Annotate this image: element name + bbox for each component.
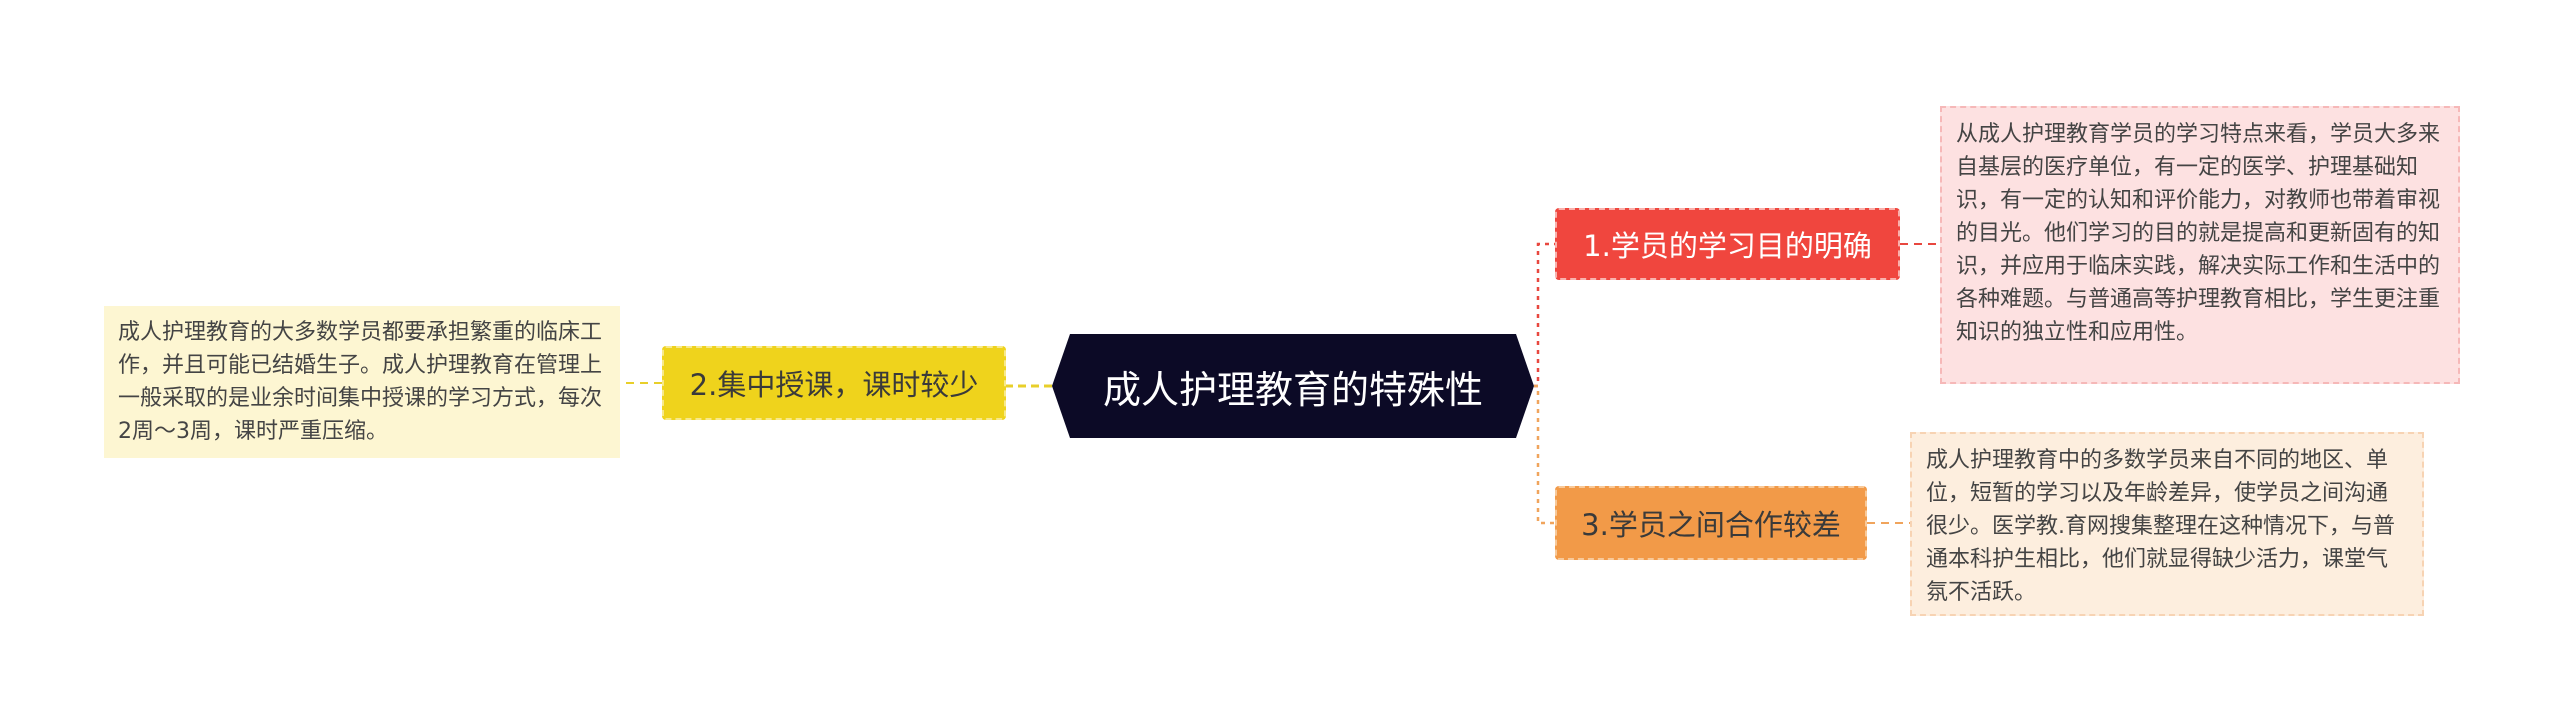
branch-concentrated-teaching[interactable]: 2.集中授课，课时较少 [662,346,1006,420]
connector-central-to-branch-3 [1534,384,1555,525]
branch-learning-goal-label: 1.学员的学习目的明确 [1583,229,1872,263]
branch-concentrated-teaching-label: 2.集中授课，课时较少 [689,368,979,402]
branch-poor-cooperation-label: 3.学员之间合作较差 [1581,508,1841,542]
central-topic[interactable]: 成人护理教育的特殊性 [1052,334,1534,438]
branch-poor-cooperation[interactable]: 3.学员之间合作较差 [1555,486,1867,560]
central-hexagon-shape [1052,334,1534,438]
central-topic-label: 成人护理教育的特殊性 [1102,367,1483,412]
detail-learning-goal[interactable]: 从成人护理教育学员的学习特点来看，学员大多来自基层的医疗单位，有一定的医学、护理… [1940,106,2460,384]
connector-central-to-branch-1 [1534,242,1555,388]
detail-concentrated-teaching[interactable]: 成人护理教育的大多数学员都要承担繁重的临床工作，并且可能已结婚生子。成人护理教育… [104,306,620,458]
branch-learning-goal[interactable]: 1.学员的学习目的明确 [1555,208,1900,280]
detail-poor-cooperation[interactable]: 成人护理教育中的多数学员来自不同的地区、单位，短暂的学习以及年龄差异，使学员之间… [1910,432,2424,616]
